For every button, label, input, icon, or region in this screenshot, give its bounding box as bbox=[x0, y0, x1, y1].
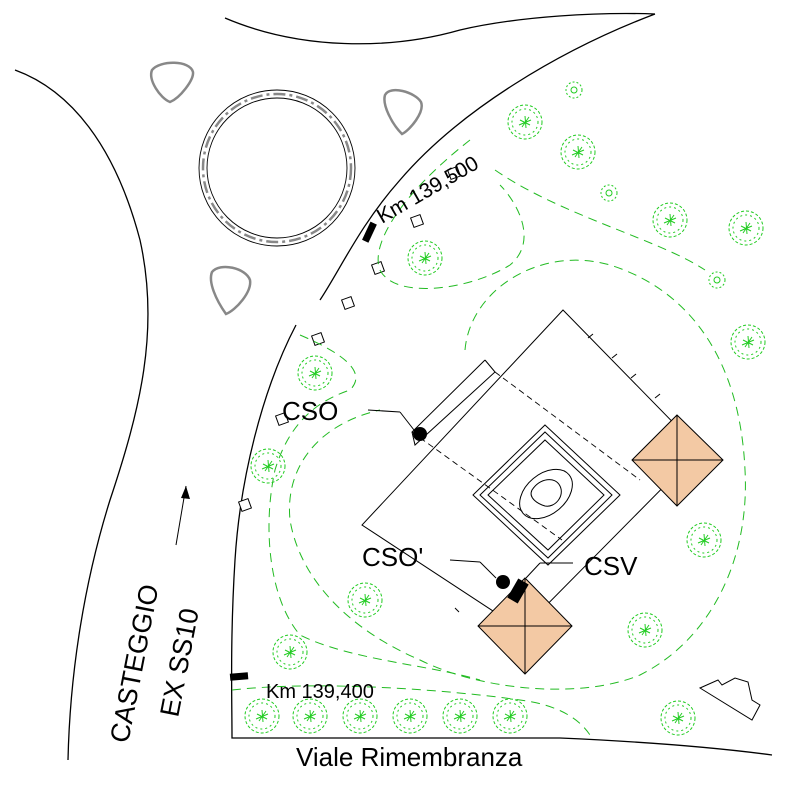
tree-icon bbox=[600, 184, 618, 202]
main-road-inner bbox=[319, 13, 656, 301]
tree-icon bbox=[507, 104, 543, 140]
tree-icon bbox=[392, 698, 428, 734]
roundabout-ring bbox=[201, 92, 353, 244]
km-marker-icon bbox=[229, 672, 249, 681]
building bbox=[361, 309, 724, 675]
tree-icon bbox=[560, 134, 596, 170]
road-network bbox=[14, 12, 773, 761]
portico-band bbox=[411, 359, 496, 446]
tree-icon bbox=[244, 698, 280, 734]
tree-icon bbox=[250, 448, 286, 484]
tree-icon bbox=[565, 81, 583, 99]
tree-icon bbox=[442, 698, 478, 734]
tree-icon bbox=[652, 202, 688, 238]
bench-outline bbox=[698, 677, 761, 721]
roundabout-inner-edge bbox=[206, 97, 348, 239]
label-cso: CSO bbox=[282, 396, 338, 426]
top-arc-road bbox=[224, 12, 656, 45]
km-label-top: Km 139,500 bbox=[373, 152, 483, 229]
tree-icon bbox=[347, 582, 383, 618]
km-marker-icon bbox=[362, 221, 377, 243]
km-label-bottom: Km 139,400 bbox=[266, 681, 374, 703]
tree-icon bbox=[492, 698, 528, 734]
traffic-island-3 bbox=[209, 265, 252, 316]
tree-icon bbox=[292, 698, 328, 734]
tree-icon bbox=[660, 700, 696, 736]
tree-icon bbox=[728, 210, 764, 246]
tree-icon bbox=[297, 355, 333, 391]
tree-icon bbox=[407, 240, 443, 276]
station-point-icon bbox=[496, 575, 510, 589]
tree-icon bbox=[342, 698, 378, 734]
traffic-island-2 bbox=[383, 88, 423, 136]
tree-icon bbox=[730, 324, 766, 360]
right-road-edge bbox=[230, 324, 773, 756]
station-point-icon bbox=[413, 427, 427, 441]
tree-icon bbox=[686, 522, 722, 558]
bollards bbox=[237, 165, 462, 513]
label-csv: CSV bbox=[584, 551, 638, 581]
street-label: Viale Rimembranza bbox=[296, 742, 523, 772]
road-label-name: EX SS10 bbox=[154, 606, 204, 719]
label-cso-prime: CSO' bbox=[362, 542, 423, 572]
roundabout-outer-edge bbox=[198, 89, 356, 247]
left-road-outer bbox=[14, 69, 149, 761]
traffic-island-1 bbox=[149, 61, 195, 104]
tree-icon bbox=[627, 612, 663, 648]
tree-icon bbox=[272, 634, 308, 670]
tree-icon bbox=[708, 271, 726, 289]
road-label-city: CASTEGGIO bbox=[104, 582, 164, 745]
station-marker-csv bbox=[507, 578, 529, 604]
green-edges bbox=[231, 139, 746, 736]
